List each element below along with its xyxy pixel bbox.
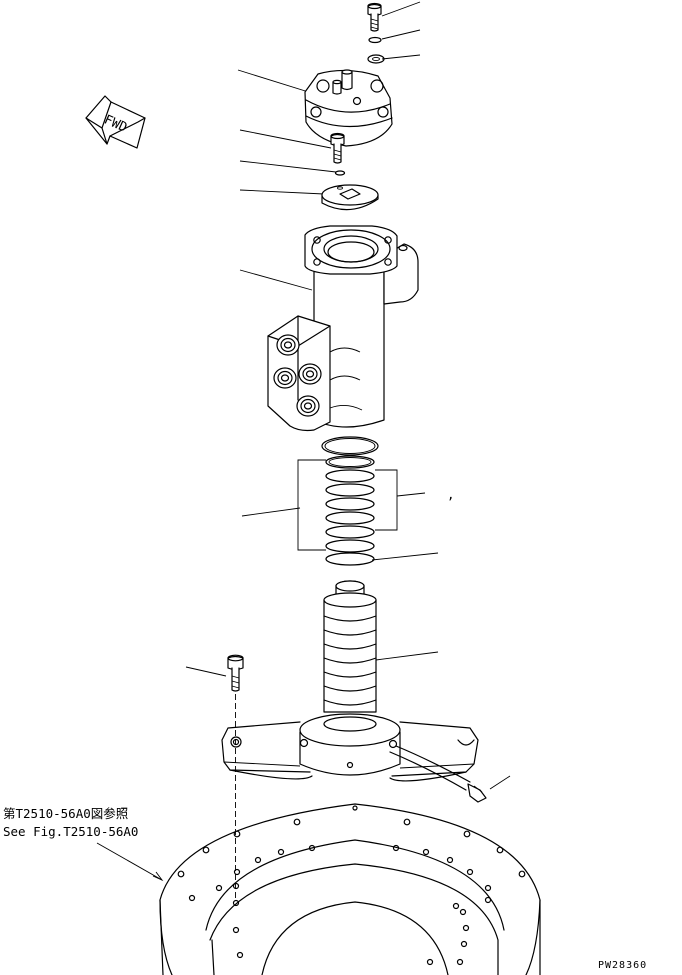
forward-direction-arrow: FWD xyxy=(85,95,146,149)
side-bolt xyxy=(227,654,244,692)
reference-note-en: See Fig.T2510-56A0 xyxy=(3,824,138,839)
top-spring-washer xyxy=(368,36,382,44)
leader-plate xyxy=(239,189,325,195)
top-bolt xyxy=(367,2,382,32)
swivel-cover xyxy=(304,69,393,147)
leader-cover-bolt xyxy=(239,129,332,149)
large-o-ring xyxy=(321,436,379,456)
port-2 xyxy=(273,367,297,389)
leader-seal-right xyxy=(396,492,426,497)
leader-oring xyxy=(371,552,439,561)
leader-side-bolt xyxy=(185,666,227,677)
leader-lines xyxy=(96,1,511,882)
leader-fitting xyxy=(489,775,511,790)
leader-cover xyxy=(237,69,316,95)
port-4 xyxy=(296,395,320,417)
cover-plate xyxy=(321,184,379,211)
leader-top-ring xyxy=(381,54,421,60)
drawing-number: PW28360 xyxy=(598,960,647,971)
leader-top-bolt xyxy=(381,1,421,17)
comma-mark: , xyxy=(447,487,455,502)
grease-fitting xyxy=(389,745,487,803)
leader-body xyxy=(239,269,313,291)
swing-circle xyxy=(159,803,541,975)
leader-small-washer xyxy=(239,160,337,173)
seal-rings-stack xyxy=(325,455,375,566)
top-ring xyxy=(367,54,385,64)
port-1 xyxy=(276,334,300,356)
rotor-shaft xyxy=(299,580,401,776)
cover-bolt xyxy=(330,132,345,164)
port-3 xyxy=(298,363,322,385)
leader-reference-arrow xyxy=(152,871,164,882)
reference-note-jp: 第T2510-56A0図参照 xyxy=(3,806,128,821)
seal-kit-bracket xyxy=(297,459,398,551)
leader-shaft xyxy=(375,651,439,661)
small-washer xyxy=(334,170,346,176)
swivel-body xyxy=(267,225,419,432)
leader-seal-kit xyxy=(241,507,301,517)
leader-top-washer xyxy=(381,29,421,40)
leader-reference xyxy=(96,842,163,881)
swing-circle-bolt-holes xyxy=(177,805,526,966)
